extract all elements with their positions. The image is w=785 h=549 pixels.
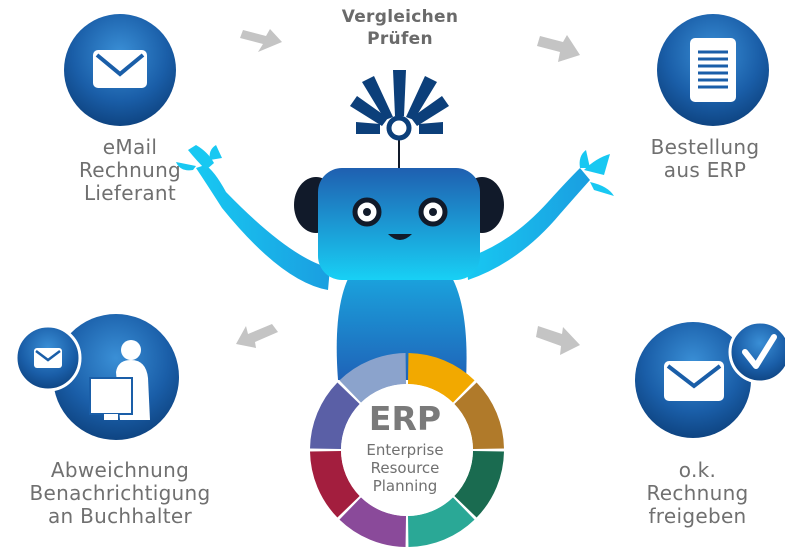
- label-line: an Buchhalter: [47, 504, 193, 528]
- erp-ring-center: [341, 384, 473, 516]
- order-step-label: Bestellung aus ERP: [630, 136, 780, 182]
- label-line: freigeben: [648, 504, 747, 528]
- erp-full-name-line: Planning: [372, 477, 438, 495]
- erp-ring-segment: [454, 382, 504, 450]
- erp-full-name-line: Resource: [370, 459, 440, 477]
- erp-ring-segment: [407, 353, 475, 403]
- email-step-label: eMail Rechnung Lieferant: [40, 136, 220, 205]
- label-line: Benachrichtigung: [29, 481, 211, 505]
- erp-ring-segment: [310, 382, 360, 450]
- label-line: aus ERP: [663, 158, 747, 182]
- order-step-icon: [657, 14, 769, 126]
- center-step-label: Vergleichen Prüfen: [300, 6, 500, 50]
- ok-step-icon: [635, 320, 785, 438]
- erp-ring-segment: [339, 353, 407, 403]
- ok-step-label: o.k. Rechnung freigeben: [615, 459, 780, 528]
- robot-mascot: [176, 70, 614, 380]
- erp-ring: [310, 353, 504, 547]
- erp-full-name-line: Enterprise: [366, 441, 444, 459]
- erp-ring-segment: [407, 497, 475, 547]
- label-line: Bestellung: [650, 135, 760, 159]
- deviation-step-icon: [14, 314, 179, 440]
- document-icon: [690, 38, 736, 102]
- label-line: Abweichnung: [50, 458, 190, 482]
- label-line: o.k.: [678, 458, 717, 482]
- arrow-to-ok: [536, 326, 580, 355]
- erp-ring-segment: [310, 450, 360, 518]
- email-step-icon: [64, 14, 176, 126]
- small-mail-bubble-icon: [14, 324, 82, 392]
- arrow-to-order: [537, 35, 580, 62]
- person-at-computer-icon: [89, 340, 150, 420]
- erp-abbreviation: ERP: [368, 399, 442, 438]
- envelope-icon: [93, 50, 147, 88]
- arrow-to-email: [240, 29, 282, 52]
- envelope-icon: [664, 361, 724, 401]
- center-step-line: Vergleichen: [341, 7, 459, 27]
- label-line: eMail: [102, 135, 158, 159]
- center-step-line: Prüfen: [367, 29, 433, 49]
- label-line: Rechnung: [78, 158, 182, 182]
- erp-ring-segment: [454, 450, 504, 518]
- arrow-to-deviation: [236, 324, 278, 348]
- erp-full-name: Enterprise Resource Planning: [330, 441, 480, 495]
- label-line: Rechnung: [646, 481, 749, 505]
- antenna-rays: [350, 70, 449, 134]
- deviation-step-label: Abweichnung Benachrichtigung an Buchhalt…: [0, 459, 240, 528]
- checkmark-icon: [728, 320, 785, 384]
- label-line: Lieferant: [83, 181, 177, 205]
- erp-ring-segment: [339, 497, 407, 547]
